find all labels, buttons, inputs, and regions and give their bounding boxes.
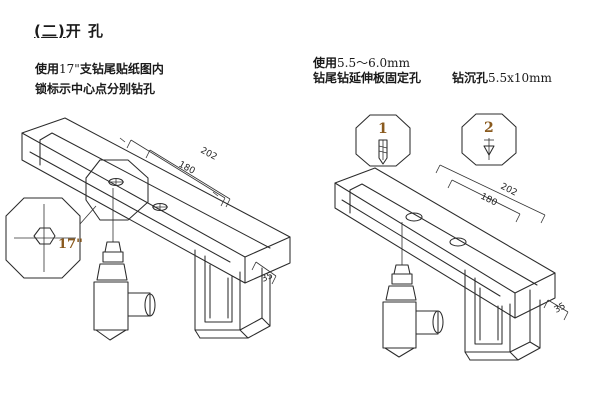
step-2-icon (461, 113, 517, 166)
left-rail-bracket (21, 117, 291, 339)
left-octagon-sticker (85, 159, 149, 221)
step-1-icon (355, 114, 411, 167)
left-dim-c: 35 (260, 271, 275, 285)
step-2-number: 2 (484, 120, 494, 136)
left-zoom-callout (5, 197, 97, 279)
right-instruction-line2: 钻尾钻延伸板固定孔 (313, 71, 422, 85)
countersink-prefix: 钻沉孔 (452, 71, 489, 85)
right-instruction-line1: 使用5.5～6.0mm (313, 54, 410, 71)
left-zoom-badge: 17" (58, 237, 83, 252)
right-hole-2 (449, 237, 467, 247)
section-heading: (二)开 孔 (34, 20, 104, 41)
left-dimensions (119, 137, 277, 285)
right-dim-a: 202 (499, 182, 519, 199)
right-dim-c: 35 (553, 301, 568, 315)
right-drill-icon (382, 222, 444, 358)
section-title: 开 孔 (65, 22, 104, 40)
right-hole-1 (405, 212, 423, 222)
right-dimensions (435, 164, 569, 321)
right-line1-prefix: 使用 (313, 56, 338, 70)
left-line1-prefix: 使用 (35, 62, 60, 76)
left-instruction-line2: 锁标示中心点分别钻孔 (35, 82, 156, 96)
left-line1-size: 17" (59, 62, 80, 76)
left-drill-icon (93, 188, 156, 341)
right-line1-size: 5.5～6.0mm (337, 56, 410, 70)
right-countersink-note: 钻沉孔5.5x10mm (452, 69, 552, 86)
right-rail-bracket (334, 167, 556, 361)
left-line1-suffix: 支钻尾贴纸图内 (79, 62, 164, 76)
left-instruction-line1: 使用17"支钻尾贴纸图内 (35, 60, 164, 77)
left-dim-a: 202 (199, 146, 219, 163)
countersink-size: 5.5x10mm (488, 71, 552, 85)
section-number: (二) (34, 22, 66, 40)
step-1-number: 1 (378, 121, 388, 137)
right-dim-b: 180 (479, 192, 499, 209)
